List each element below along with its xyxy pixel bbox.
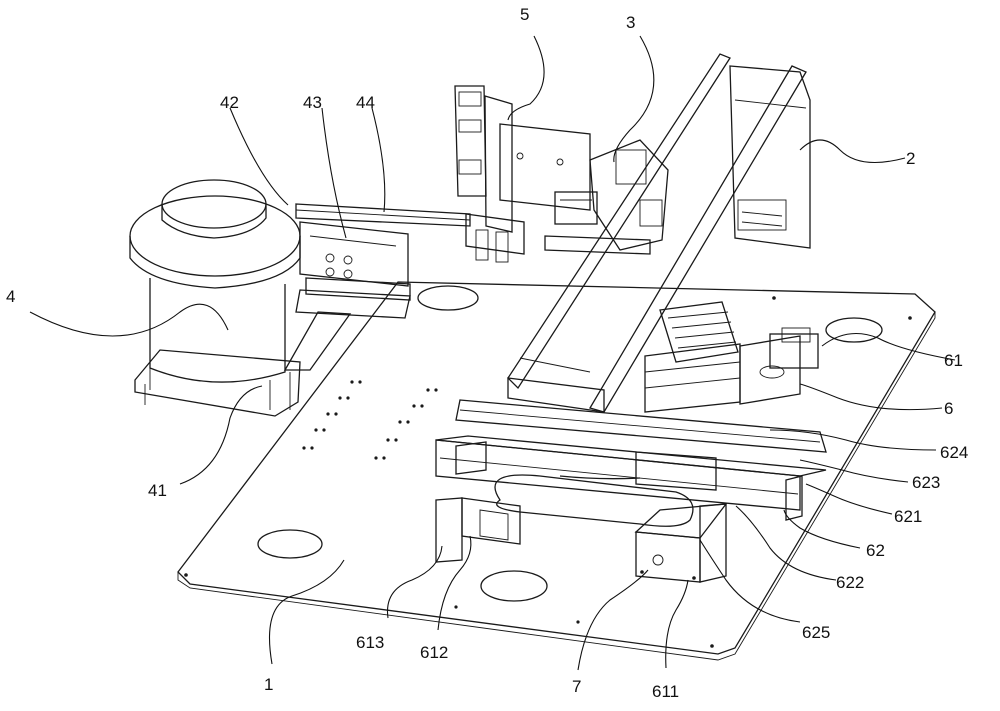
leader-612	[437, 535, 472, 631]
label-624: 624	[940, 443, 968, 462]
leader-lines	[29, 35, 956, 671]
mounting-hole-pattern	[184, 296, 912, 648]
leader-621	[805, 483, 893, 515]
gantry-frame	[507, 53, 811, 413]
leader-7	[577, 569, 649, 671]
leader-623	[799, 459, 909, 483]
leader-613	[386, 545, 443, 619]
base-hole-3	[417, 285, 479, 311]
label-4: 4	[6, 287, 15, 306]
leader-5	[507, 35, 545, 121]
reference-labels: 42 43 44 4 41 5 3 2 61 6 624 623 621 62 …	[6, 5, 968, 701]
feeder-bowl-top	[161, 179, 267, 229]
label-613: 613	[356, 633, 384, 652]
label-1: 1	[264, 675, 273, 694]
lower-support	[435, 497, 521, 563]
sliding-table	[435, 399, 827, 527]
leader-43	[321, 107, 347, 239]
label-611: 611	[652, 682, 679, 701]
base-plate	[177, 281, 936, 661]
leader-624	[769, 429, 937, 451]
label-622: 622	[836, 573, 864, 592]
drive-motor	[634, 503, 728, 583]
label-5: 5	[520, 5, 529, 24]
label-2: 2	[906, 149, 915, 168]
linear-feeder	[283, 203, 471, 371]
label-6: 6	[944, 399, 953, 418]
label-62: 62	[866, 541, 885, 560]
leader-622	[735, 505, 837, 581]
leader-3	[613, 35, 655, 163]
leader-42	[229, 107, 289, 206]
label-7: 7	[572, 677, 581, 696]
leader-2	[799, 139, 906, 163]
label-612: 612	[420, 643, 448, 662]
leader-625	[699, 539, 801, 623]
label-61: 61	[944, 351, 963, 370]
base-hole-2	[480, 570, 548, 602]
label-43: 43	[303, 93, 322, 112]
label-623: 623	[912, 473, 940, 492]
label-41: 41	[148, 481, 167, 500]
label-625: 625	[802, 623, 830, 642]
leader-62	[783, 509, 861, 549]
leader-44	[371, 107, 386, 213]
test-module	[644, 301, 819, 413]
label-621: 621	[894, 507, 922, 526]
leader-1	[269, 559, 345, 665]
test-tray-grid	[667, 311, 737, 349]
cable-chain	[494, 474, 694, 527]
leader-611	[665, 579, 689, 669]
leader-6	[799, 383, 943, 411]
leader-41	[179, 385, 263, 485]
leader-61	[821, 332, 956, 361]
label-44: 44	[356, 93, 375, 112]
leader-4	[29, 303, 229, 337]
manipulator	[554, 139, 669, 251]
feeder-bowl-rim	[129, 195, 301, 277]
label-42: 42	[220, 93, 239, 112]
label-3: 3	[626, 13, 635, 32]
base-hole-1	[257, 529, 323, 559]
vibratory-feeder	[129, 179, 301, 417]
pressing-unit	[454, 85, 591, 263]
carriage	[635, 451, 717, 491]
